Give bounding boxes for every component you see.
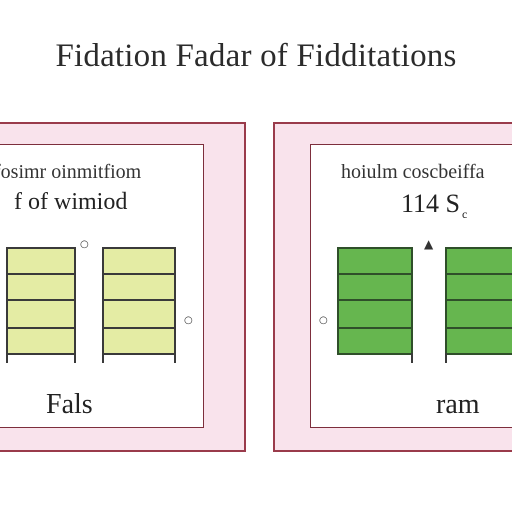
- left-panel-caption-top: fosimr oinmitfiom: [0, 161, 142, 183]
- right-top-arrow-icon: ▲: [424, 237, 434, 251]
- left-side-marker-icon: ○: [184, 315, 193, 326]
- left-panel-footer: Fals: [46, 389, 93, 420]
- right-panel-footer: ram: [436, 389, 480, 420]
- left-bar-2: [102, 247, 176, 355]
- right-bar-1: [337, 247, 413, 355]
- left-panel-caption-main: f of wimiod: [14, 189, 128, 215]
- right-panel-caption-sub: c: [462, 207, 468, 221]
- right-panel-caption-main-text: 114 S: [401, 189, 460, 218]
- right-bar-2: [445, 247, 512, 355]
- left-panel-card: fosimr oinmitfiom f of wimiod ○ ○ Fals: [0, 144, 204, 428]
- left-panel: fosimr oinmitfiom f of wimiod ○ ○ Fals: [0, 122, 246, 452]
- left-bar-1: [6, 247, 76, 355]
- right-side-marker-icon: ○: [319, 315, 328, 326]
- left-panel-bars: ○ ○: [0, 239, 203, 377]
- page-title: Fidation Fadar of Fidditations: [55, 38, 457, 74]
- right-panel-caption-top: hoiulm coscbeiffa: [341, 161, 485, 183]
- right-panel-bars: ○ ▲: [311, 237, 512, 377]
- left-top-marker-icon: ○: [80, 239, 89, 250]
